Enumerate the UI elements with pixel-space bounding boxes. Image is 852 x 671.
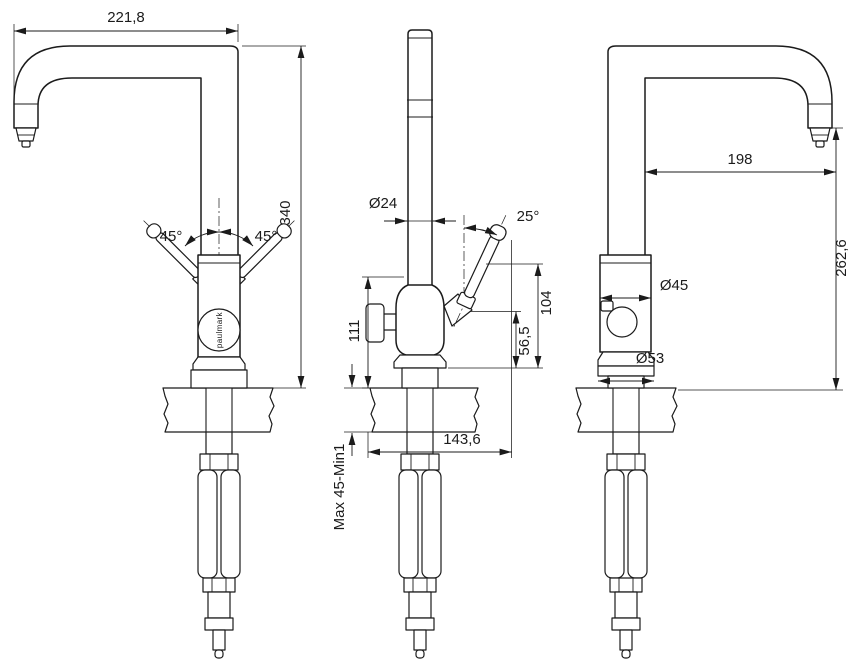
base-plate: [190, 369, 248, 389]
riser-pipe: [407, 29, 433, 287]
aerator: [15, 127, 37, 142]
dim-spout-diameter: Ø24: [369, 195, 456, 225]
dim-top-width: 221,8: [13, 9, 239, 98]
mixer-lever: [453, 215, 507, 328]
side-view-right: 198 262,6 Ø45 Ø53: [575, 45, 850, 659]
aerator: [809, 127, 831, 142]
dim-reach: 198: [645, 151, 836, 176]
base-flange: [192, 356, 246, 371]
brand-logo: paulmark: [215, 311, 224, 348]
spout: [13, 45, 239, 257]
dim-label-lever-angle: 25°: [517, 208, 540, 225]
dim-mounting-thickness: Max 45-Min1: [331, 364, 372, 530]
dim-label-mounting-thickness: Max 45-Min1: [331, 444, 348, 531]
side-view-left: paulmark 221,8 340 45° 45°: [13, 9, 306, 659]
handle-medallion: [606, 306, 638, 338]
dim-footprint-width: 143,6: [367, 240, 512, 458]
dim-lever-pivot-height: 56,5: [470, 311, 533, 368]
dim-lever-angle: 25°: [463, 208, 540, 236]
filter-knob: [365, 303, 385, 343]
dim-outlet-height: 262,6: [678, 127, 850, 391]
dim-label-angle-right: 45°: [255, 228, 278, 245]
mounting-hole: [407, 388, 433, 432]
dim-body-diameter: Ø45: [600, 277, 688, 302]
dim-label-lever-top-height: 104: [538, 290, 555, 315]
dim-label-reach: 198: [727, 151, 752, 168]
dim-label-body-height: 111: [346, 320, 363, 343]
dim-height: 340: [242, 45, 306, 389]
faucet-body: [395, 284, 445, 356]
dim-body-height: 111: [346, 276, 404, 389]
spout: [607, 45, 833, 257]
base-column: [607, 375, 645, 389]
base-plate: [597, 365, 655, 377]
dim-label-height: 340: [277, 200, 294, 225]
mounting-hole: [206, 388, 232, 432]
base-plate: [401, 367, 439, 389]
handle-tab: [600, 300, 614, 312]
dim-label-footprint-width: 143,6: [443, 431, 481, 448]
under-counter-assembly: [197, 431, 241, 659]
dim-label-angle-left: 45°: [160, 228, 183, 245]
front-view: Ø24 25° 111 104 56,5: [331, 29, 555, 659]
dim-label-spout-diameter: Ø24: [369, 195, 397, 212]
brand-medallion: [197, 308, 241, 352]
under-counter-assembly: [604, 431, 648, 659]
dim-label-base-diameter: Ø53: [636, 350, 664, 367]
dim-label-lever-pivot-height: 56,5: [516, 326, 533, 355]
mounting-hole: [613, 388, 639, 432]
dim-lever-top-height: 104: [448, 263, 555, 369]
under-counter-assembly: [398, 431, 442, 659]
dim-base-diameter: Ø53: [598, 350, 664, 385]
dim-handle-angles: 45° 45°: [160, 228, 278, 247]
dim-label-body-diameter: Ø45: [660, 277, 688, 294]
dim-label-outlet-height: 262,6: [833, 239, 850, 277]
dim-label-top-width: 221,8: [107, 9, 145, 26]
base-flange: [393, 354, 447, 369]
